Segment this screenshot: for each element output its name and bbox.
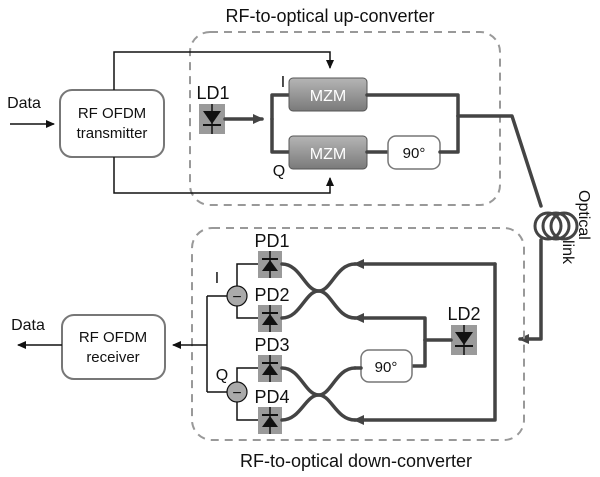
downconverter-phase-label: 90° bbox=[375, 359, 398, 376]
pd1-photodiode-icon bbox=[258, 251, 282, 278]
downconverter-title: RF-to-optical down-converter bbox=[240, 451, 472, 471]
tx-to-mzm-q-line bbox=[113, 157, 334, 194]
phase-to-combiner bbox=[438, 114, 460, 154]
branch-q-label: Q bbox=[273, 163, 285, 180]
pd3-photodiode-icon bbox=[258, 355, 282, 382]
mzm-i-to-combiner bbox=[365, 93, 460, 118]
pd3-to-sub-q bbox=[236, 367, 258, 382]
subtractor-i: − bbox=[226, 285, 248, 307]
data-output-label: Data bbox=[11, 317, 45, 334]
coupler-upper-b bbox=[280, 289, 357, 320]
rf-ofdm-transmitter: RF OFDM transmitter bbox=[59, 89, 165, 158]
upconverter-phase-shifter: 90° bbox=[387, 135, 441, 170]
pd3-label: PD3 bbox=[254, 335, 289, 355]
coupler-lower-b bbox=[280, 393, 357, 422]
pd4-label: PD4 bbox=[254, 387, 289, 407]
coupler-lower-a bbox=[280, 366, 357, 397]
link-to-downconverter bbox=[518, 238, 543, 344]
mzm-q-label: MZM bbox=[310, 146, 346, 163]
receiver-label-line2: receiver bbox=[86, 349, 139, 366]
signal-to-lower-coupler bbox=[353, 262, 497, 425]
mzm-i-label: MZM bbox=[310, 88, 346, 105]
optical-link-label-line1: Optical bbox=[575, 190, 592, 240]
pd1-to-sub-i bbox=[236, 263, 258, 286]
ld1-label: LD1 bbox=[196, 83, 229, 103]
down-branch-i-label: I bbox=[215, 270, 219, 287]
tx-to-mzm-i-line bbox=[113, 51, 334, 90]
data-input-label: Data bbox=[7, 95, 41, 112]
pd4-to-sub-q bbox=[236, 402, 258, 421]
subtractor-to-receiver bbox=[173, 296, 208, 392]
mzm-i-modulator: MZM bbox=[288, 77, 368, 112]
subtractor-i-symbol: − bbox=[232, 289, 241, 306]
upconverter-title: RF-to-optical up-converter bbox=[225, 6, 434, 26]
mzm-q-modulator: MZM bbox=[288, 135, 368, 170]
ld2-label: LD2 bbox=[447, 304, 480, 324]
split-to-mzm-q bbox=[270, 117, 292, 154]
split-to-mzm-i bbox=[270, 93, 292, 121]
upconverter-border bbox=[189, 31, 501, 206]
subtractor-q: − bbox=[226, 381, 248, 403]
transmitter-label-line1: RF OFDM bbox=[78, 105, 146, 122]
optical-link-coil-icon bbox=[533, 211, 579, 241]
coupler-upper-a bbox=[280, 262, 357, 293]
pd1-label: PD1 bbox=[254, 231, 289, 251]
branch-i-label: I bbox=[281, 74, 285, 91]
upconverter-phase-label: 90° bbox=[403, 145, 426, 162]
pd2-photodiode-icon bbox=[258, 305, 282, 332]
pd2-label: PD2 bbox=[254, 285, 289, 305]
lo-to-phase bbox=[410, 338, 427, 368]
pd2-to-sub-i bbox=[236, 306, 258, 319]
lo-to-upper-coupler bbox=[353, 313, 427, 342]
ld2-diode-icon bbox=[451, 325, 477, 355]
combiner-to-link bbox=[456, 114, 543, 208]
optical-link-label-line2: link bbox=[559, 240, 576, 265]
transmitter-label-line2: transmitter bbox=[77, 125, 148, 142]
downconverter-border bbox=[191, 227, 525, 441]
down-branch-q-label: Q bbox=[216, 367, 228, 384]
receiver-label-line1: RF OFDM bbox=[79, 329, 147, 346]
ld1-diode-icon bbox=[199, 104, 225, 134]
rf-ofdm-receiver: RF OFDM receiver bbox=[61, 314, 166, 380]
pd4-photodiode-icon bbox=[258, 407, 282, 434]
downconverter-phase-shifter: 90° bbox=[360, 349, 413, 383]
subtractor-q-symbol: − bbox=[232, 385, 241, 402]
